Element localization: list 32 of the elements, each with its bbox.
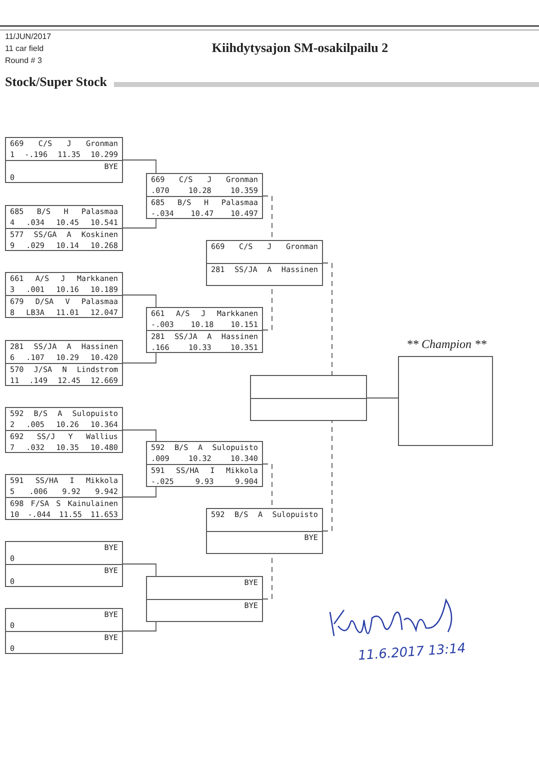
- match-box: [206, 240, 323, 286]
- match-box: [5, 137, 123, 183]
- class-heading: Stock/Super Stock: [5, 74, 107, 90]
- match-box: [146, 576, 263, 622]
- match-box: [146, 307, 263, 353]
- date-text: 11/JUN/2017: [5, 31, 52, 42]
- match-box: [146, 441, 263, 487]
- bracket-line: [122, 430, 156, 442]
- match-box: [5, 205, 123, 251]
- match-box: [146, 173, 263, 219]
- field-size-text: 11 car field: [5, 43, 44, 54]
- match-box: [5, 272, 123, 318]
- bracket-line: [122, 352, 156, 364]
- match-box: [5, 608, 123, 654]
- bracket-line: [122, 486, 156, 498]
- match-box: [5, 541, 123, 587]
- bracket-line: [122, 622, 156, 632]
- bracket-line: [322, 262, 332, 376]
- bracket-line: [122, 160, 156, 174]
- title: Kiihdytysajon SM-osakilpailu 2: [210, 40, 390, 56]
- bracket-line: [322, 420, 332, 532]
- round-text: Round # 3: [5, 55, 42, 66]
- match-box: [5, 474, 123, 520]
- handwritten-date: 11.6.2017 13:14: [358, 641, 466, 664]
- bracket-line: [122, 564, 156, 576]
- bracket-line: [122, 218, 156, 228]
- bracket-line: [122, 294, 156, 308]
- final-match-box: [250, 375, 367, 421]
- match-box: [5, 340, 123, 386]
- champion-heading: ** Champion **: [405, 337, 488, 352]
- match-box: [206, 508, 323, 554]
- match-box: [5, 407, 123, 453]
